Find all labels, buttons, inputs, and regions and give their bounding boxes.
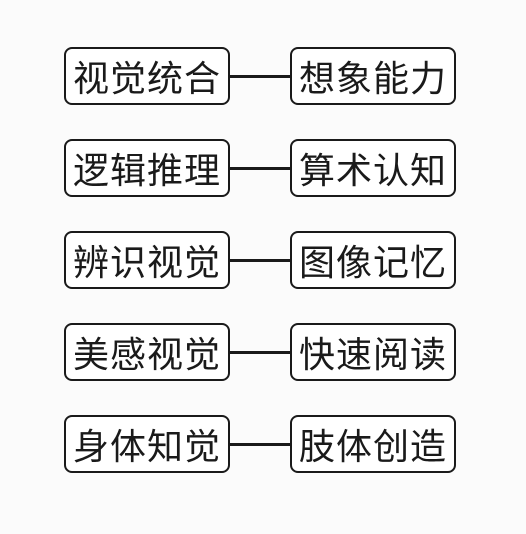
right-skill-box: 想象能力	[290, 47, 456, 105]
left-skill-box: 美感视觉	[64, 323, 230, 381]
pair-row: 视觉统合 想象能力	[0, 47, 526, 111]
left-skill-box: 逻辑推理	[64, 139, 230, 197]
left-skill-box: 视觉统合	[64, 47, 230, 105]
right-skill-box: 算术认知	[290, 139, 456, 197]
left-skill-box: 辨识视觉	[64, 231, 230, 289]
left-skill-box: 身体知觉	[64, 415, 230, 473]
connector-line	[230, 259, 290, 262]
pair-row: 美感视觉 快速阅读	[0, 323, 526, 387]
connector-line	[230, 75, 290, 78]
right-skill-box: 快速阅读	[290, 323, 456, 381]
pair-row: 逻辑推理 算术认知	[0, 139, 526, 203]
connector-line	[230, 443, 290, 446]
connector-line	[230, 167, 290, 170]
pair-row: 身体知觉 肢体创造	[0, 415, 526, 479]
right-skill-box: 图像记忆	[290, 231, 456, 289]
right-skill-box: 肢体创造	[290, 415, 456, 473]
pair-row: 辨识视觉 图像记忆	[0, 231, 526, 295]
connector-line	[230, 351, 290, 354]
